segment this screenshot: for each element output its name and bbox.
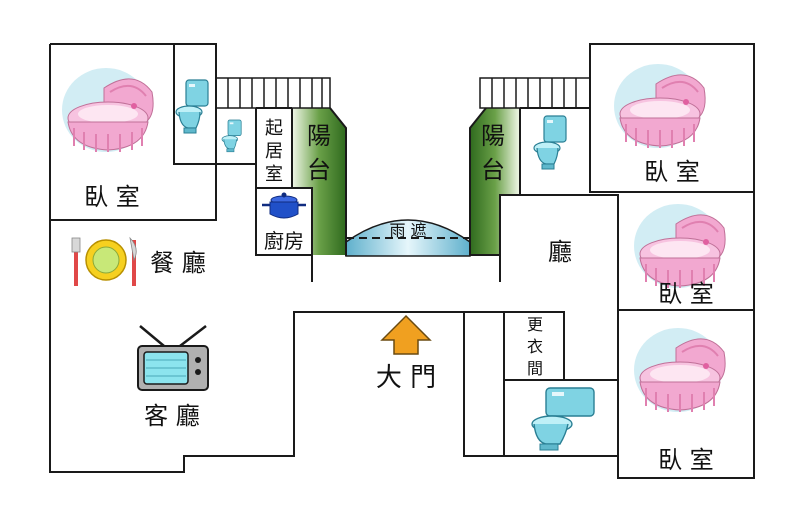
svg-text:台: 台 (481, 156, 505, 184)
balcony-left-floor (292, 108, 346, 255)
label-dressing-room: 更 衣 間 (527, 315, 543, 378)
svg-text:更: 更 (527, 315, 543, 334)
label-living: 客 廳 (144, 402, 200, 430)
svg-text:居: 居 (265, 141, 283, 162)
label-bedroom-top-left: 臥 室 (84, 183, 140, 211)
railing-left (215, 77, 331, 109)
crib-icon (633, 327, 727, 413)
label-balcony-right: 陽 台 (481, 122, 505, 184)
crib-icon (633, 203, 727, 289)
svg-text:起: 起 (265, 118, 283, 139)
crib-icon (613, 63, 707, 149)
label-bedroom-bottom-right: 臥 室 (658, 446, 714, 474)
balcony-right-floor (470, 108, 520, 255)
up-arrow-icon (380, 314, 432, 355)
label-main-door: 大 門 (376, 363, 436, 393)
toilet-icon (531, 387, 595, 451)
plate-cutlery-icon (71, 236, 137, 286)
pot-icon (262, 192, 306, 219)
tv-icon (137, 325, 209, 391)
label-bedroom-top-right: 臥 室 (644, 158, 700, 186)
svg-text:室: 室 (265, 164, 283, 185)
svg-text:陽: 陽 (307, 122, 331, 150)
toilet-icon (221, 119, 242, 153)
label-bedroom-mid-right: 臥 室 (658, 280, 714, 308)
svg-text:台: 台 (307, 156, 331, 184)
label-dining: 餐 廳 (150, 249, 206, 277)
label-family-room: 起 居 室 (265, 118, 283, 185)
crib-icon (61, 67, 155, 153)
toilet-icon (175, 79, 209, 134)
svg-text:間: 間 (527, 359, 543, 378)
toilet-icon (533, 115, 567, 170)
railing-right (479, 77, 591, 109)
label-living-room-right: 廳 (548, 238, 572, 266)
svg-text:陽: 陽 (481, 122, 505, 150)
label-balcony-left: 陽 台 (307, 122, 331, 184)
label-canopy: 雨 遮 (389, 221, 426, 240)
svg-text:衣: 衣 (527, 337, 543, 356)
label-kitchen: 廚房 (264, 229, 304, 253)
walls (49, 43, 755, 479)
